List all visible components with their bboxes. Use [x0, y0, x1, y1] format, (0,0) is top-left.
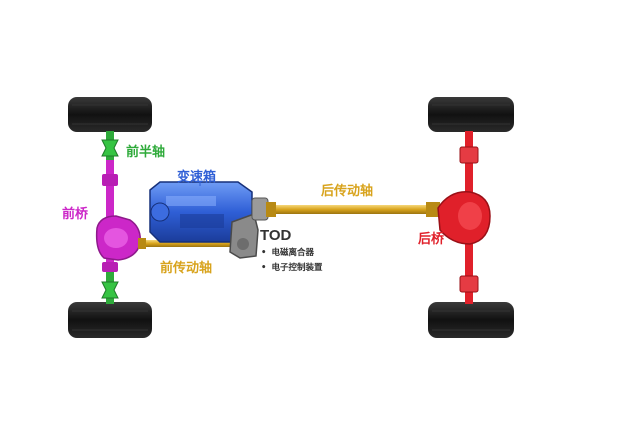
tire-front-left: [68, 97, 152, 132]
front-half-shaft-label: 前半轴: [126, 145, 166, 160]
tire-rear-right: [428, 302, 514, 338]
tod-transfer-case: [229, 197, 269, 259]
front-drive-shaft-label: 前传动轴: [160, 261, 213, 276]
rear-drive-shaft-label: 后传动轴: [321, 184, 374, 199]
tire-rear-left: [428, 97, 514, 132]
rear-drive-shaft: [266, 202, 442, 217]
front-half-shaft-upper: [101, 131, 119, 161]
tire-front-right: [68, 302, 152, 338]
tod-component-list: 电磁离合器 电子控制装置: [261, 246, 322, 276]
gearbox: [149, 181, 253, 243]
rear-axle: [437, 131, 491, 304]
rear-axle-label: 后桥: [418, 232, 445, 247]
tod-item-electromagnetic-clutch: 电磁离合器: [261, 246, 322, 261]
front-half-shaft-lower: [101, 272, 119, 304]
front-axle: [95, 160, 142, 272]
front-axle-label: 前桥: [62, 207, 89, 222]
tod-item-electronic-control-unit: 电子控制装置: [261, 261, 322, 276]
gearbox-label: 变速箱: [177, 170, 217, 185]
tod-title: TOD: [260, 227, 292, 244]
